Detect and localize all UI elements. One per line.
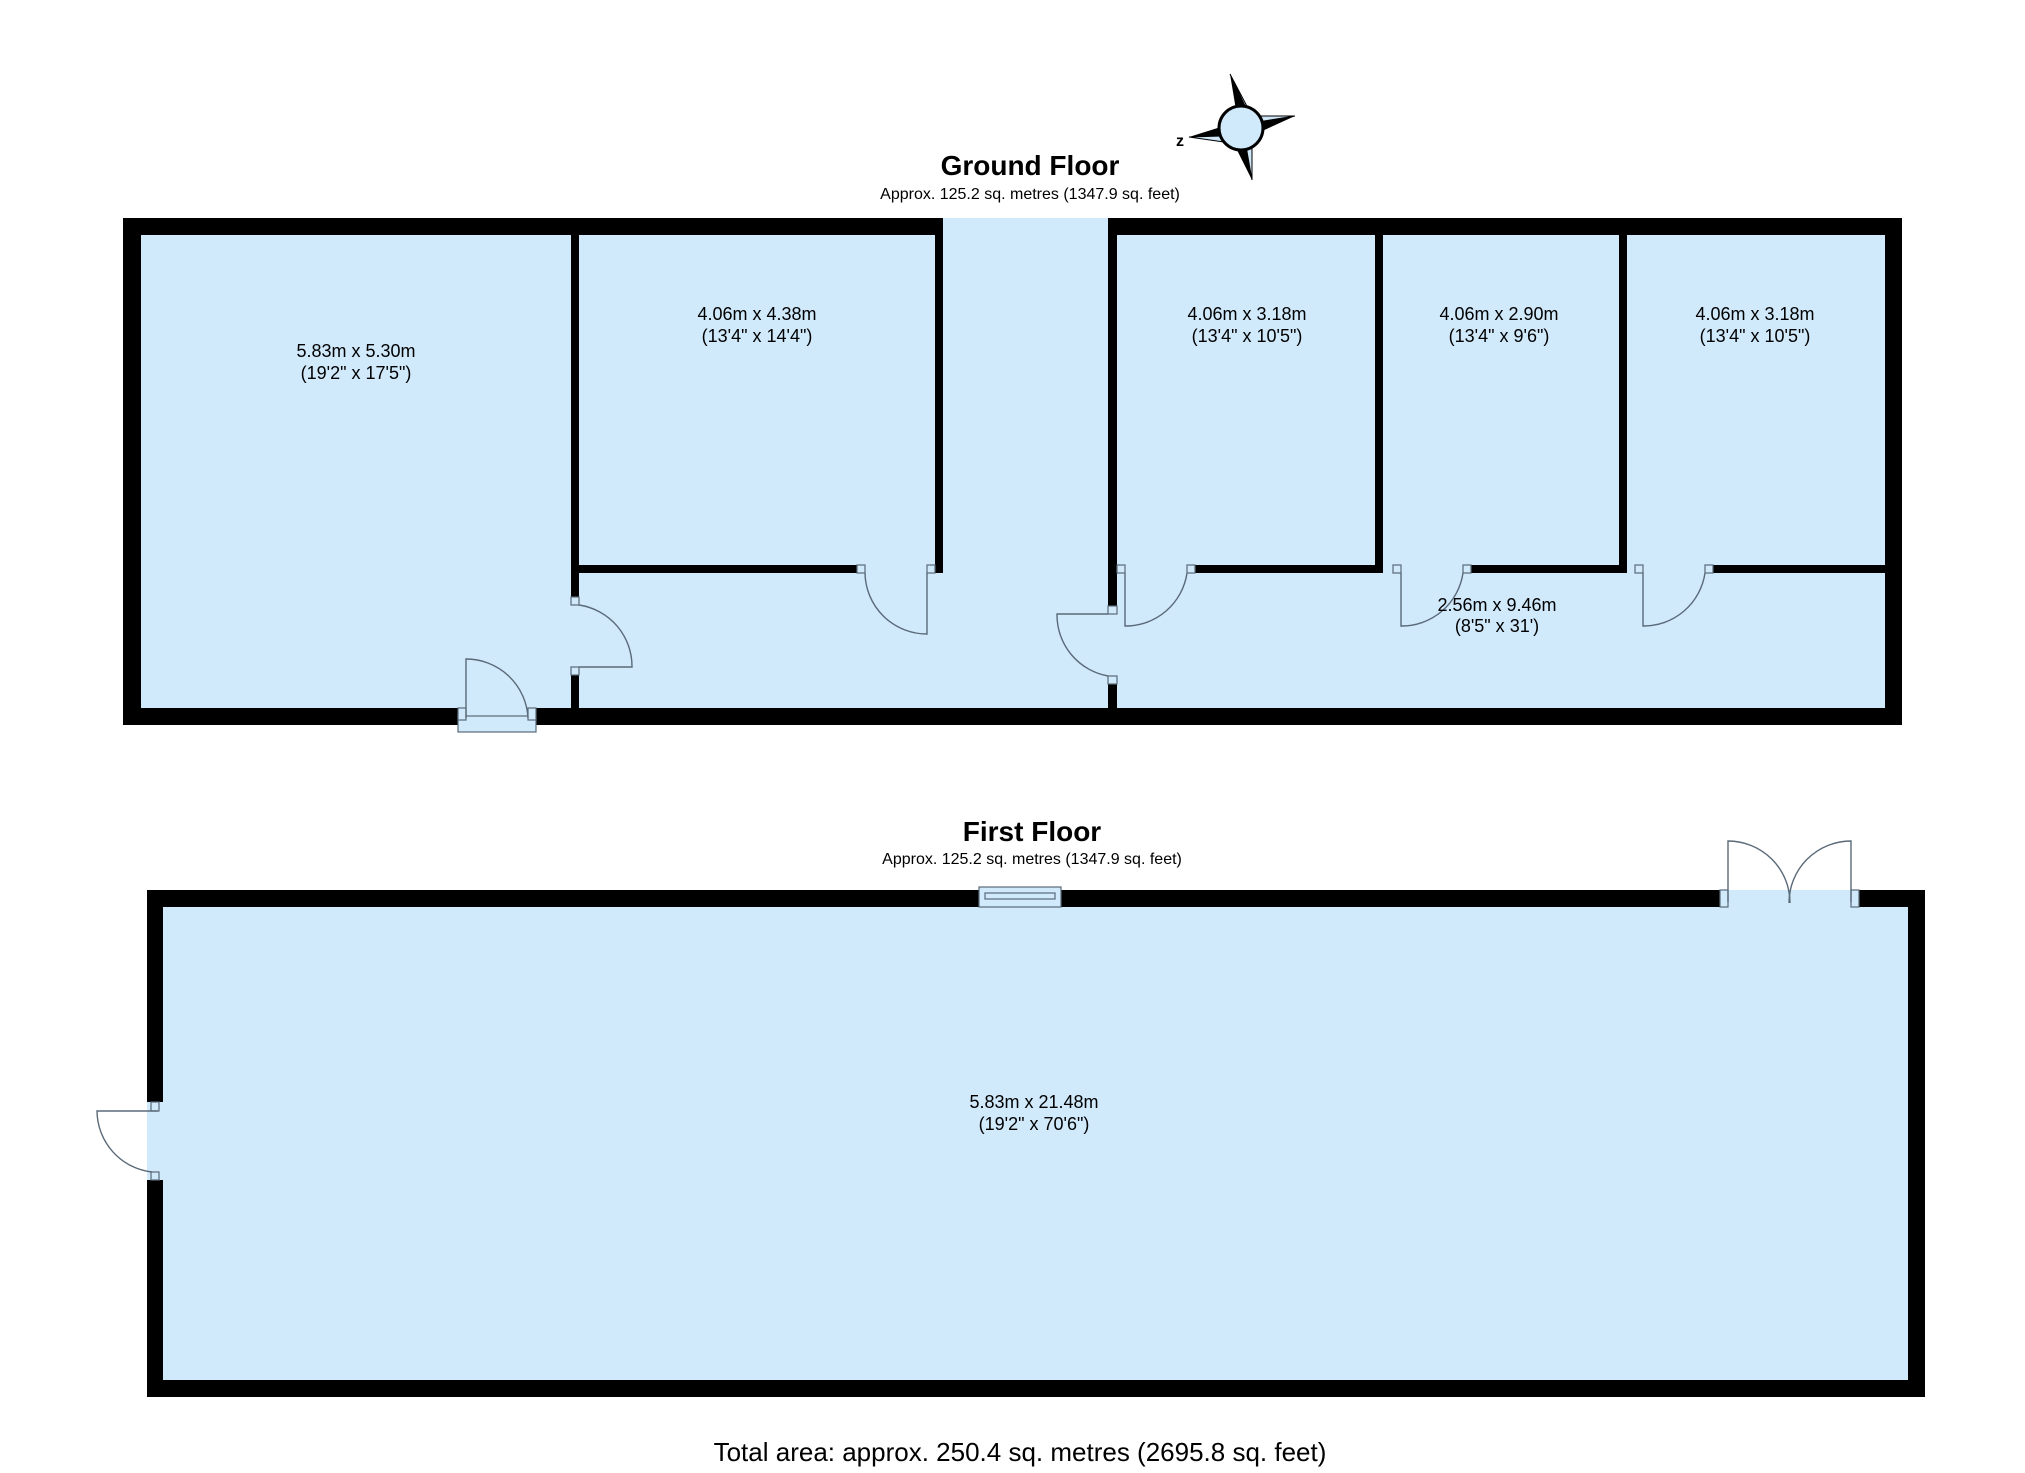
room-label-metric: 5.83m x 5.30m — [296, 341, 415, 361]
ground-floor-title: Ground Floor — [941, 150, 1120, 181]
room-label-metric: 2.56m x 9.46m — [1437, 595, 1556, 615]
ground-floor-area: Approx. 125.2 sq. metres (1347.9 sq. fee… — [880, 186, 1180, 203]
ground-floor-plan: 5.83m x 5.30m (19'2" x 17'5") 4.06m x 4.… — [123, 218, 1902, 733]
entrance-step — [457, 715, 537, 733]
door-corridor — [1056, 613, 1109, 677]
room-label-imperial: (13'4" x 10'5") — [1700, 326, 1811, 346]
entrance-door — [465, 658, 529, 719]
door-room3 — [1124, 572, 1188, 627]
room-label-imperial: (19'2" x 17'5") — [301, 363, 412, 383]
compass-icon: z — [1176, 73, 1296, 181]
double-door-left — [1727, 840, 1791, 904]
double-door-right — [1788, 840, 1852, 904]
total-area: Total area: approx. 250.4 sq. metres (26… — [714, 1437, 1327, 1467]
first-floor-title: First Floor — [963, 816, 1102, 847]
room-label-metric: 5.83m x 21.48m — [969, 1092, 1098, 1112]
door-room2 — [864, 572, 928, 635]
side-door — [96, 1110, 158, 1173]
door-room1 — [578, 604, 633, 668]
door-room4 — [1400, 572, 1464, 627]
room-label-imperial: (8'5" x 31') — [1455, 616, 1539, 636]
room-label-metric: 4.06m x 2.90m — [1439, 304, 1558, 324]
first-floor-plan: 5.83m x 21.48m (19'2" x 70'6") — [96, 840, 1925, 1397]
room-label-imperial: (13'4" x 9'6") — [1449, 326, 1550, 346]
room-label-metric: 4.06m x 3.18m — [1695, 304, 1814, 324]
door-room5 — [1642, 572, 1706, 627]
room-label-imperial: (13'4" x 10'5") — [1192, 326, 1303, 346]
compass-north-label: z — [1176, 133, 1184, 150]
room-label-metric: 4.06m x 4.38m — [697, 304, 816, 324]
room-label-metric: 4.06m x 3.18m — [1187, 304, 1306, 324]
room-label-imperial: (19'2" x 70'6") — [979, 1114, 1090, 1134]
first-floor-area: Approx. 125.2 sq. metres (1347.9 sq. fee… — [882, 851, 1182, 868]
room-label-imperial: (13'4" x 14'4") — [702, 326, 813, 346]
